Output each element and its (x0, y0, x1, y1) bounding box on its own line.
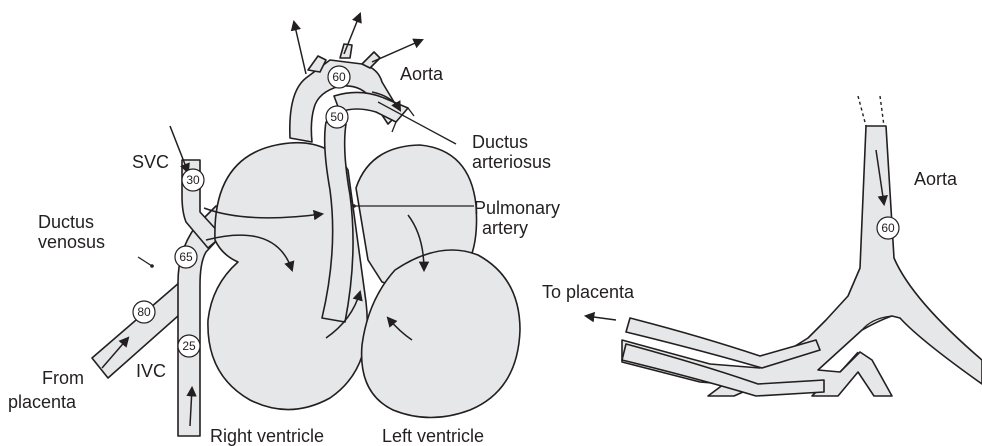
flow-arrow-head-1 (294, 22, 306, 74)
label-aorta-lower: Aorta (914, 169, 958, 189)
label-right-ventricle: Right ventricle (210, 426, 324, 446)
label-aorta-fetal: Aorta (400, 64, 444, 84)
sat-ivc-upper: 65 (175, 246, 197, 268)
descending-aorta-edge (392, 122, 396, 132)
label-ductus-arteriosus-1: Ductus (472, 132, 528, 152)
label-svc: SVC (132, 152, 169, 172)
svg-text:30: 30 (186, 173, 200, 187)
svg-text:50: 50 (330, 110, 344, 124)
svg-text:60: 60 (881, 221, 895, 235)
sat-aortic-arch: 60 (328, 66, 350, 88)
label-ductus-arteriosus-2: arteriosus (472, 152, 551, 172)
aorta-branch-group: 60 (586, 96, 982, 396)
sat-ductus-venosus: 80 (133, 301, 155, 323)
sat-ivc-lower: 25 (178, 335, 200, 357)
label-ductus-venosus-1: Ductus (38, 212, 94, 232)
ductus-venosus-leader (138, 257, 152, 266)
sat-descending-aorta: 60 (877, 217, 899, 239)
label-pulmonary-1: Pulmonary (474, 198, 560, 218)
label-pulmonary-2: artery (482, 218, 528, 238)
flow-arrow-head-3 (372, 40, 422, 62)
svg-text:60: 60 (332, 70, 346, 84)
aorta-dashed-left (858, 96, 866, 126)
label-ivc: IVC (136, 361, 166, 381)
label-ductus-venosus-2: venosus (38, 232, 105, 252)
flow-arrow-svc (170, 126, 188, 172)
sat-svc: 30 (182, 169, 204, 191)
svg-text:25: 25 (182, 339, 196, 353)
svg-text:80: 80 (137, 305, 151, 319)
label-from-placenta-1: From (42, 368, 84, 388)
aorta-dashed-right (880, 96, 884, 126)
svg-text:65: 65 (179, 250, 193, 264)
label-from-placenta-2: placenta (8, 392, 77, 412)
descending-aorta-edge-2 (408, 108, 414, 116)
label-left-ventricle: Left ventricle (382, 426, 484, 446)
label-to-placenta: To placenta (542, 282, 635, 302)
flow-arrow-to-placenta (586, 316, 616, 320)
sat-ductus: 50 (326, 106, 348, 128)
